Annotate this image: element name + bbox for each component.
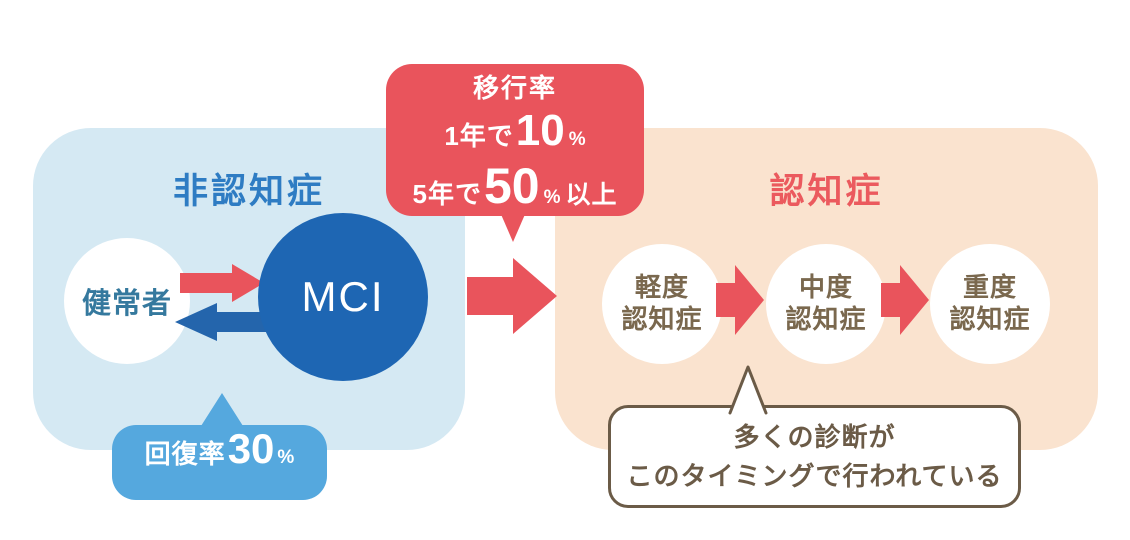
mci-circle: MCI [258, 213, 428, 381]
transition-rate-year1: 1年で 10 % [444, 106, 585, 156]
recovery-rate-bubble: 回復率 30 % [112, 425, 327, 500]
year1-prefix: 1年で [444, 120, 514, 151]
transition-rate-heading: 移行率 [472, 72, 557, 103]
healthy-person-label: 健常者 [81, 288, 172, 320]
diagnosis-note-bubble: 多くの診断が このタイミングで行われている [608, 405, 1021, 508]
year5-suffix: 以上 [565, 180, 618, 209]
stage-mild-condition: 認知症 [621, 304, 703, 334]
diagnosis-bubble-tail [728, 365, 768, 415]
year5-unit: % [543, 186, 561, 208]
recovery-bubble-tail [201, 393, 243, 426]
diagnosis-note-line1: 多くの診断が [733, 421, 896, 452]
recovery-unit: % [277, 447, 295, 468]
stage-circle-moderate: 中度 認知症 [766, 244, 886, 364]
stage-circle-mild: 軽度 認知症 [602, 244, 722, 364]
stage-moderate-severity: 中度 [798, 272, 853, 303]
year5-prefix: 5年で [412, 178, 482, 209]
right-arrow-mci-to-dementia [467, 258, 557, 334]
stage-severe-condition: 認知症 [949, 304, 1031, 334]
right-arrow-mild-to-moderate [716, 265, 764, 335]
stage-moderate-condition: 認知症 [785, 304, 867, 334]
stage-severe-severity: 重度 [962, 272, 1017, 303]
year1-unit: % [568, 128, 586, 150]
transition-rate-bubble: 移行率 1年で 10 % 5年で 50 % 以上 [386, 64, 644, 216]
mci-label: MCI [301, 273, 385, 320]
dementia-title: 認知症 [769, 172, 884, 211]
stage-mild-severity: 軽度 [634, 272, 689, 303]
year1-value: 10 [515, 105, 565, 155]
right-arrow-healthy-to-mci [180, 264, 264, 302]
stage-circle-severe: 重度 認知症 [930, 244, 1050, 364]
transition-rate-year5: 5年で 50 % 以上 [412, 157, 617, 215]
recovery-value: 30 [227, 425, 275, 472]
right-arrow-moderate-to-severe [881, 265, 929, 335]
recovery-prefix: 回復率 [144, 439, 226, 469]
healthy-person-circle: 健常者 [64, 238, 190, 364]
transition-bubble-tail [500, 212, 526, 242]
year5-value: 50 [483, 157, 540, 214]
non-dementia-title: 非認知症 [172, 172, 325, 211]
diagnosis-note-line2: このタイミングで行われている [626, 460, 1003, 491]
